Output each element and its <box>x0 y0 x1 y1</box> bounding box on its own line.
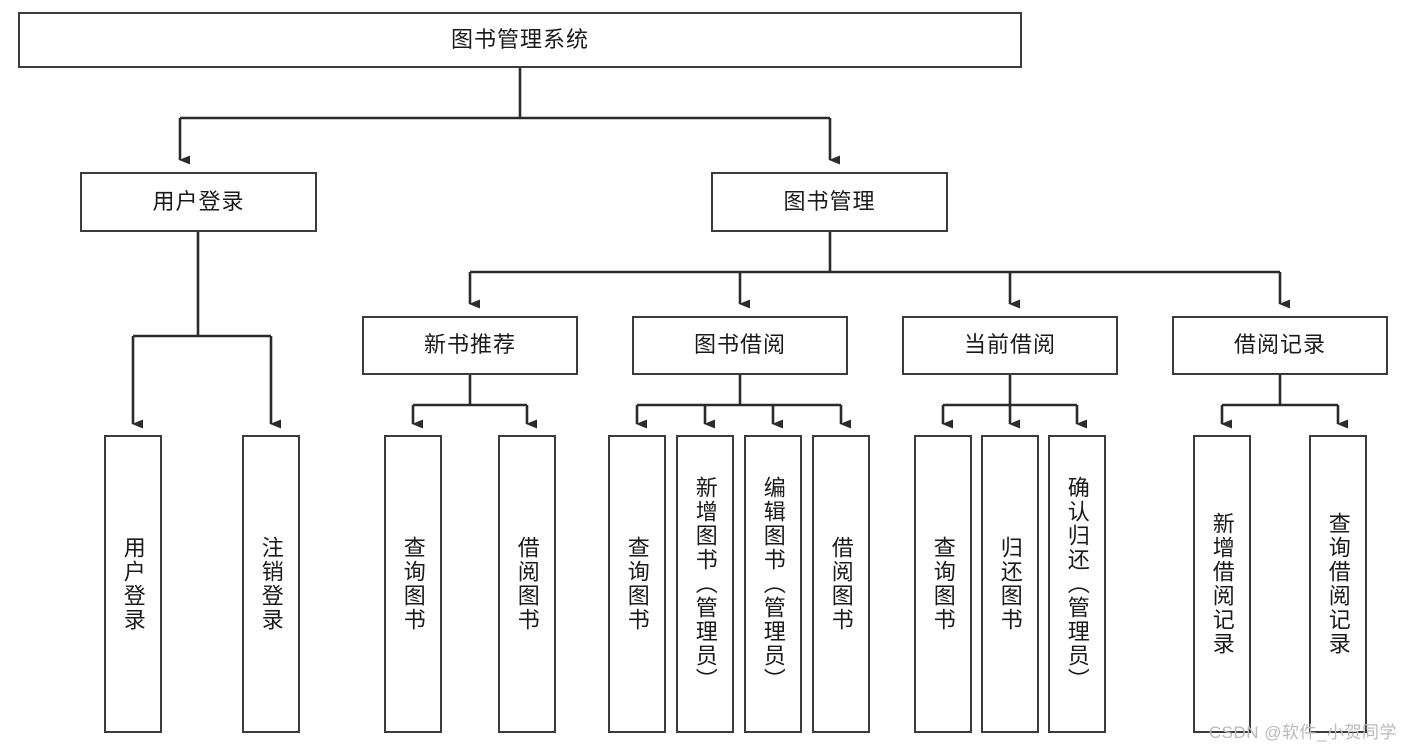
leaf-current-confirm-return-admin[interactable]: 确认归还（管理员） <box>1048 435 1106 733</box>
node-label: 查询图书 <box>400 536 426 632</box>
leaf-current-query-book[interactable]: 查询图书 <box>914 435 972 733</box>
node-label: 新书推荐 <box>423 332 516 358</box>
node-label: 图书管理 <box>783 188 876 214</box>
leaf-user-login-logout[interactable]: 注销登录 <box>242 435 300 733</box>
node-label: 图书借阅 <box>693 332 786 358</box>
leaf-user-login-login[interactable]: 用户登录 <box>104 435 162 733</box>
node-user-login[interactable]: 用户登录 <box>80 172 317 232</box>
node-label: 查询图书 <box>930 536 956 632</box>
node-label: 借阅图书 <box>514 536 540 632</box>
node-label: 查询借阅记录 <box>1325 512 1351 656</box>
node-label: 借阅图书 <box>828 536 854 632</box>
leaf-recommend-borrow-book[interactable]: 借阅图书 <box>498 435 556 733</box>
leaf-record-query-record[interactable]: 查询借阅记录 <box>1309 435 1367 733</box>
leaf-record-add-record[interactable]: 新增借阅记录 <box>1193 435 1251 733</box>
node-label: 归还图书 <box>997 536 1023 632</box>
node-label: 确认归还（管理员） <box>1064 476 1090 692</box>
node-book-borrow[interactable]: 图书借阅 <box>632 316 848 375</box>
leaf-borrow-query-book[interactable]: 查询图书 <box>608 435 666 733</box>
csdn-watermark: CSDN @软件_小贺同学 <box>1208 723 1397 742</box>
node-current-borrow[interactable]: 当前借阅 <box>902 316 1118 375</box>
leaf-borrow-borrow-book[interactable]: 借阅图书 <box>812 435 870 733</box>
node-new-book-recommend[interactable]: 新书推荐 <box>362 316 578 375</box>
node-label: 注销登录 <box>258 536 284 632</box>
node-label: 查询图书 <box>624 536 650 632</box>
node-label: 当前借阅 <box>963 332 1056 358</box>
leaf-borrow-add-book-admin[interactable]: 新增图书（管理员） <box>676 435 734 733</box>
node-label: 用户登录 <box>152 188 245 214</box>
node-book-management[interactable]: 图书管理 <box>711 172 948 232</box>
node-borrow-record[interactable]: 借阅记录 <box>1172 316 1388 375</box>
leaf-recommend-query-book[interactable]: 查询图书 <box>384 435 442 733</box>
node-label: 用户登录 <box>120 536 146 632</box>
leaf-current-return-book[interactable]: 归还图书 <box>981 435 1039 733</box>
node-label: 编辑图书（管理员） <box>760 476 786 692</box>
node-label: 新增借阅记录 <box>1209 512 1235 656</box>
leaf-borrow-edit-book-admin[interactable]: 编辑图书（管理员） <box>744 435 802 733</box>
node-label: 借阅记录 <box>1233 332 1326 358</box>
node-root-system[interactable]: 图书管理系统 <box>18 12 1022 68</box>
node-label: 图书管理系统 <box>450 26 589 52</box>
node-label: 新增图书（管理员） <box>692 476 718 692</box>
